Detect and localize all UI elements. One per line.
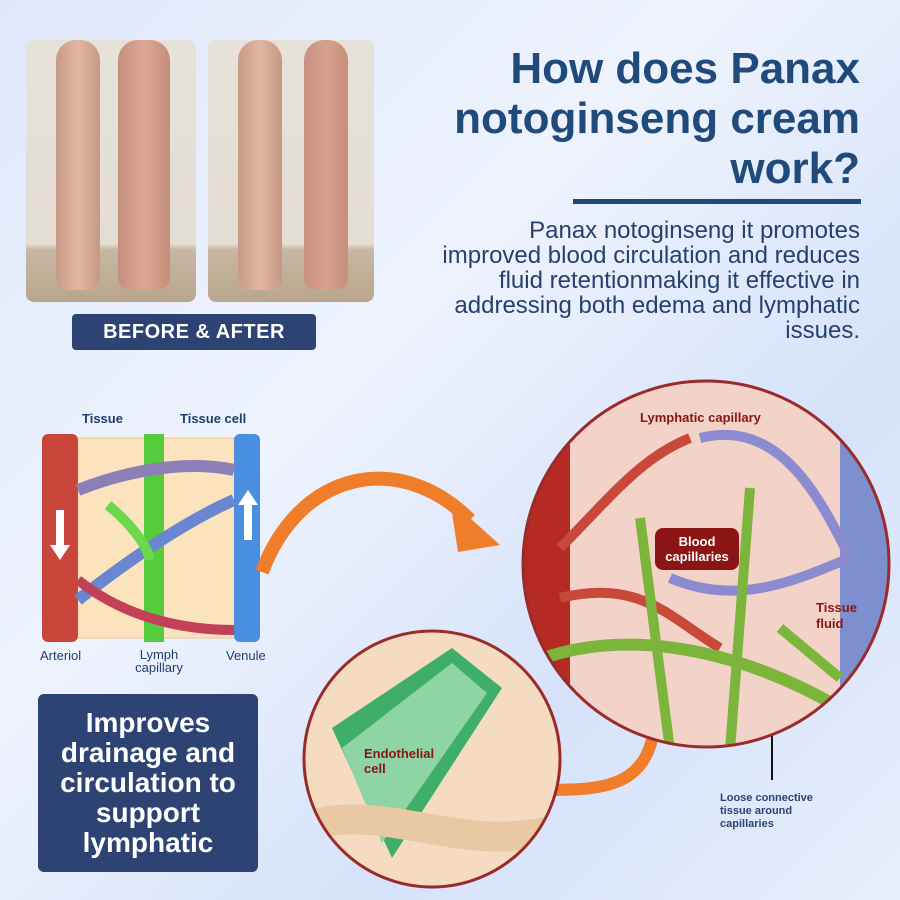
before-after-badge: BEFORE & AFTER	[72, 314, 316, 350]
endothelial-closeup-circle	[302, 629, 562, 889]
label-loose-connective: Loose connective tissue around capillari…	[720, 792, 813, 830]
label-lymphatic-capillary: Lymphatic capillary	[640, 410, 761, 425]
before-photo	[26, 40, 196, 302]
capillary-closeup-circle	[521, 379, 891, 749]
label-arteriol: Arteriol	[40, 648, 82, 663]
title-divider	[573, 199, 861, 204]
page-title: How does Panax notoginseng cream work?	[454, 44, 860, 193]
label-endothelial-cell: Endothelial cell	[364, 746, 435, 776]
label-lymph-capillary: Lymph capillary	[135, 647, 183, 675]
after-photo	[208, 40, 374, 302]
label-tissue: Tissue	[82, 411, 123, 426]
benefit-callout: Improves drainage and circulation to sup…	[38, 694, 258, 872]
label-venule: Venule	[226, 648, 266, 663]
description: Panax notoginseng it promotes improved b…	[442, 217, 860, 344]
vessel-diagram	[42, 434, 260, 642]
label-tissue-cell: Tissue cell	[180, 411, 247, 426]
label-blood-capillaries: Blood capillaries	[655, 528, 739, 570]
label-tissue-fluid: Tissue fluid	[816, 600, 857, 631]
